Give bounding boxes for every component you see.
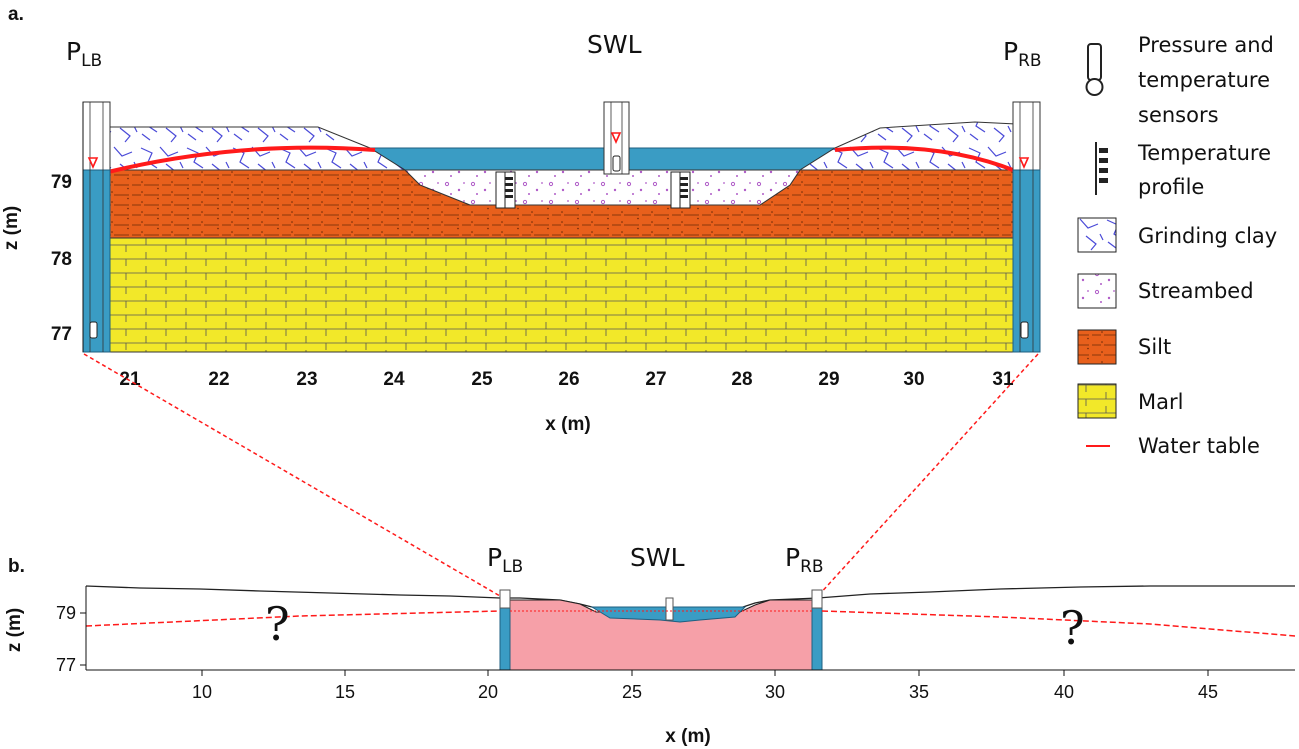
x-tick-label: 30	[765, 682, 785, 702]
x-tick-label: 23	[296, 369, 317, 390]
x-tick-label: 28	[731, 369, 752, 390]
legend-swatch-streambed	[1077, 273, 1117, 309]
x-tick-label: 25	[622, 682, 642, 702]
legend-swatch-grinding-clay	[1077, 217, 1117, 253]
water-table-b-right	[821, 610, 1296, 637]
x-tick-label: 20	[478, 682, 498, 702]
x-tick-label: 35	[909, 682, 929, 702]
y-tick-label: 79	[51, 172, 72, 193]
zoom-connector-right	[817, 353, 1039, 597]
y-tick-label: 78	[51, 249, 72, 270]
sensor-icon	[1020, 321, 1029, 339]
x-tick-label: 31	[992, 369, 1014, 390]
x-tick-label: 30	[903, 369, 924, 390]
marl-layer	[82, 237, 1041, 353]
legend-temperature-profile-icon	[1095, 142, 1108, 195]
panel-b-label: b.	[8, 556, 25, 577]
legend: Pressure and temperature sensors Tempera…	[1077, 33, 1277, 458]
streambed-layer	[403, 169, 801, 206]
y-tick-label: 79	[56, 603, 76, 623]
x-tick-label: 24	[383, 369, 405, 390]
legend-label-sensors-2: temperature	[1138, 68, 1270, 92]
temperature-profile-right	[670, 171, 691, 209]
x-tick-label: 26	[558, 369, 579, 390]
legend-label-water-table: Water table	[1138, 434, 1260, 458]
water-table-right	[834, 145, 1019, 174]
y-tick-label: 77	[51, 324, 72, 345]
legend-sensor-icon	[1085, 43, 1104, 96]
panel-a: a.	[1, 4, 1042, 435]
stream-gauge-b	[665, 597, 674, 621]
x-tick-label: 10	[192, 682, 212, 702]
sensor-icon	[89, 321, 98, 339]
legend-label-silt: Silt	[1138, 335, 1171, 359]
label-plb-b: PLB	[487, 543, 523, 577]
grinding-clay-right	[798, 121, 1017, 171]
ground-surface	[85, 585, 1295, 609]
x-axis-label-a: x (m)	[545, 414, 590, 435]
legend-label-temp-2: profile	[1138, 175, 1204, 199]
x-tick-label: 22	[208, 369, 229, 390]
x-tick-label: 45	[1198, 682, 1218, 702]
panel-a-label: a.	[8, 4, 24, 25]
question-mark-right: ?	[1060, 601, 1085, 655]
x-ticks-b: 10 15 20 25 30 35 40 45	[192, 670, 1218, 702]
water-table-left	[107, 145, 376, 174]
x-tick-label: 15	[335, 682, 355, 702]
legend-label-marl: Marl	[1138, 390, 1183, 414]
x-tick-label: 40	[1054, 682, 1074, 702]
legend-label-sensors-3: sensors	[1138, 103, 1219, 127]
panel-b: b. ? ? PLB PRB SWL 79 77 z (m)	[4, 543, 1296, 747]
stream-gauge-swl	[603, 101, 630, 175]
y-tick-label: 77	[56, 655, 76, 675]
question-mark-left: ?	[265, 597, 290, 651]
piezometer-prb-b-top	[811, 589, 823, 609]
y-axis-label-a: z (m)	[1, 206, 22, 250]
temperature-profile-left	[495, 171, 516, 209]
legend-swatch-silt	[1077, 329, 1117, 365]
label-prb-b: PRB	[785, 543, 824, 577]
label-swl-b: SWL	[630, 543, 685, 572]
x-tick-label: 21	[119, 369, 141, 390]
piezometer-plb	[82, 101, 111, 353]
x-tick-label: 29	[818, 369, 839, 390]
zoom-connector-left	[83, 353, 501, 597]
piezometer-plb-b-top	[499, 589, 511, 609]
x-axis-label-b: x (m)	[665, 726, 710, 747]
label-plb-a: PLB	[66, 37, 102, 71]
legend-label-streambed: Streambed	[1138, 279, 1254, 303]
y-axis-label-b: z (m)	[4, 608, 25, 652]
legend-swatch-marl	[1077, 383, 1117, 419]
label-prb-a: PRB	[1003, 37, 1042, 71]
x-ticks-a: 21 22 23 24 25 26 27 28 29 30 31	[119, 369, 1014, 390]
x-tick-label: 25	[471, 369, 493, 390]
water-table-b-left	[85, 610, 501, 627]
piezometer-prb	[1012, 101, 1041, 353]
legend-label-grinding-clay: Grinding clay	[1138, 224, 1277, 248]
sensor-icon	[612, 155, 621, 172]
x-tick-label: 27	[645, 369, 666, 390]
stream-water	[368, 147, 837, 171]
legend-label-sensors-1: Pressure and	[1138, 33, 1274, 57]
legend-label-temp-1: Temperature	[1137, 141, 1271, 165]
label-swl-a: SWL	[587, 30, 642, 59]
